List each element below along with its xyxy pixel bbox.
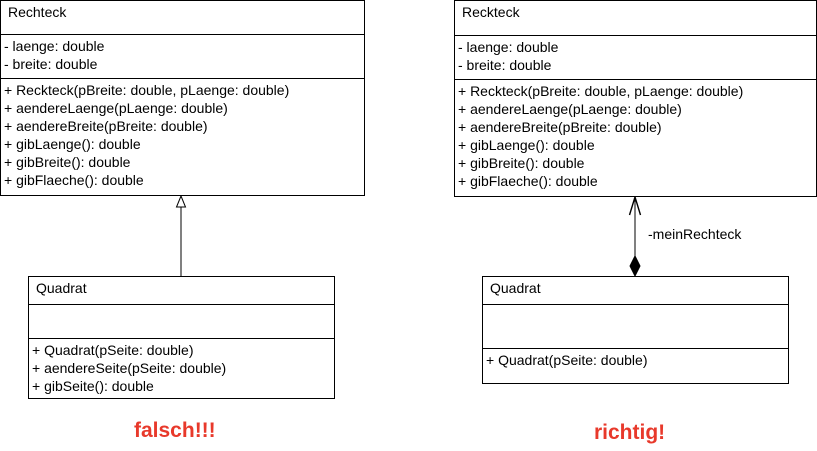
method: + gibLaenge(): double xyxy=(4,136,141,152)
association-role-label: -meinRechteck xyxy=(648,226,742,242)
class-rechteck-left: Rechteck - laenge: double - breite: doub… xyxy=(0,0,365,196)
attribute: - breite: double xyxy=(458,57,552,73)
attributes-section xyxy=(483,304,788,348)
methods-section: + Reckteck(pBreite: double, pLaenge: dou… xyxy=(455,79,816,196)
composition-diamond xyxy=(629,254,641,278)
methods-section: + Quadrat(pSeite: double) xyxy=(483,348,788,383)
method: + gibFlaeche(): double xyxy=(4,172,144,188)
attributes-section: - laenge: double - breite: double xyxy=(1,34,364,78)
attributes-section xyxy=(29,304,334,338)
attribute: - laenge: double xyxy=(4,38,105,54)
method: + Reckteck(pBreite: double, pLaenge: dou… xyxy=(4,82,290,98)
class-name: Quadrat xyxy=(490,280,541,296)
class-name: Quadrat xyxy=(36,280,87,296)
method: + Reckteck(pBreite: double, pLaenge: dou… xyxy=(458,83,744,99)
class-name: Reckteck xyxy=(462,4,520,20)
method: + gibBreite(): double xyxy=(4,154,131,170)
verdict-right: richtig! xyxy=(594,421,666,444)
method: + aendereBreite(pBreite: double) xyxy=(4,118,208,134)
class-quadrat-left: Quadrat + Quadrat(pSeite: double) + aend… xyxy=(28,276,335,399)
methods-section: + Quadrat(pSeite: double) + aendereSeite… xyxy=(29,338,334,398)
navigation-arrowhead xyxy=(628,194,642,216)
method: + Quadrat(pSeite: double) xyxy=(486,352,648,368)
class-rechteck-right: Reckteck - laenge: double - breite: doub… xyxy=(454,0,817,197)
inheritance-arrowhead xyxy=(175,194,187,208)
method: + aendereLaenge(pLaenge: double) xyxy=(458,101,682,117)
verdict-wrong: falsch!!! xyxy=(134,419,216,442)
method: + gibBreite(): double xyxy=(458,155,585,171)
class-name: Rechteck xyxy=(8,4,67,20)
methods-section: + Reckteck(pBreite: double, pLaenge: dou… xyxy=(1,78,364,195)
attribute: - laenge: double xyxy=(458,39,559,55)
method: + gibSeite(): double xyxy=(32,378,154,394)
method: + gibLaenge(): double xyxy=(458,137,595,153)
method: + Quadrat(pSeite: double) xyxy=(32,342,194,358)
class-quadrat-right: Quadrat + Quadrat(pSeite: double) xyxy=(482,276,789,384)
method: + aendereBreite(pBreite: double) xyxy=(458,119,662,135)
method: + aendereLaenge(pLaenge: double) xyxy=(4,100,228,116)
method: + gibFlaeche(): double xyxy=(458,173,598,189)
attributes-section: - laenge: double - breite: double xyxy=(455,35,816,79)
method: + aendereSeite(pSeite: double) xyxy=(32,360,227,376)
attribute: - breite: double xyxy=(4,56,98,72)
